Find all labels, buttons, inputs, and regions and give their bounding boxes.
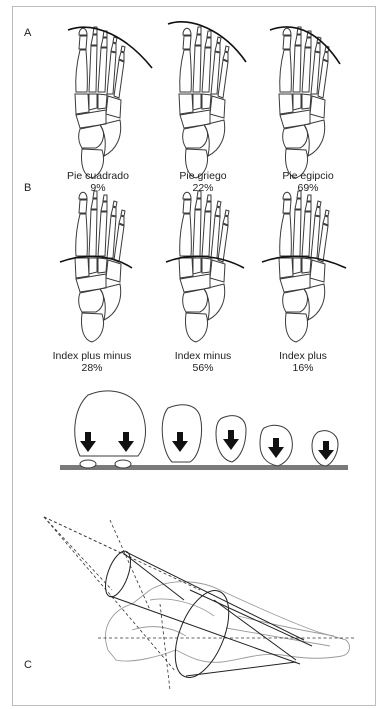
- index-type-name: Index plus minus: [53, 350, 132, 362]
- foot-illustration-egyptian: [279, 27, 329, 178]
- foot-illustration-greek: [179, 27, 229, 178]
- sesamoid-left: [80, 460, 96, 468]
- caption-index-plus-minus: Index plus minus 28%: [53, 350, 132, 374]
- ground-bar: [60, 465, 348, 470]
- panel-label-c: C: [24, 659, 32, 671]
- anterior-section-ellipse: [164, 583, 239, 685]
- foot-illustration-square: [75, 27, 125, 178]
- index-type-name: Index plus: [279, 350, 327, 362]
- foot-type-percent: 9%: [67, 182, 129, 194]
- foot-type-percent: 22%: [179, 182, 226, 194]
- caption-greek-foot: Pie griego 22%: [179, 170, 226, 194]
- foot-illustration-index-minus: [179, 191, 229, 342]
- metatarsal-sections: [60, 391, 348, 470]
- index-type-percent: 56%: [175, 362, 232, 374]
- foot-illustration-index-plus: [279, 191, 329, 342]
- foot-skeleton-outline: [105, 582, 349, 663]
- index-type-percent: 28%: [53, 362, 132, 374]
- panel-label-b: B: [24, 182, 31, 194]
- caption-index-plus: Index plus 16%: [279, 350, 327, 374]
- foot-illustration-index-plus-minus: [75, 191, 125, 342]
- index-type-percent: 16%: [279, 362, 327, 374]
- foot-type-percent: 69%: [282, 182, 333, 194]
- sesamoid-right: [115, 460, 131, 468]
- foot-type-name: Pie egipcio: [282, 170, 333, 182]
- foot-type-name: Pie griego: [179, 170, 226, 182]
- panel-label-a: A: [24, 27, 31, 39]
- posterior-section-ellipse: [100, 548, 135, 600]
- foot-type-name: Pie cuadrado: [67, 170, 129, 182]
- caption-index-minus: Index minus 56%: [175, 350, 232, 374]
- caption-egyptian-foot: Pie egipcio 69%: [282, 170, 333, 194]
- toe-arc-greek: [168, 22, 246, 62]
- side-view-diagram: [44, 517, 356, 690]
- caption-square-foot: Pie cuadrado 9%: [67, 170, 129, 194]
- index-type-name: Index minus: [175, 350, 232, 362]
